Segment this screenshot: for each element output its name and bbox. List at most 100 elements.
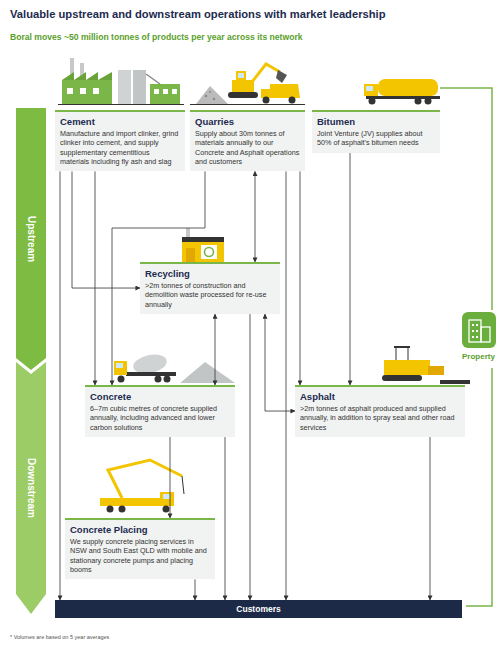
asphalt-paver-icon (382, 346, 470, 384)
asphalt-paver-icon-part (394, 346, 410, 348)
recycling-plant-icon-part (186, 248, 195, 262)
property-icon-part (472, 330, 474, 332)
property-icon-part (472, 336, 474, 338)
cement-plant-icon-part (133, 70, 146, 104)
box-heading: Recycling (145, 268, 275, 279)
recycling-plant-icon-part (186, 228, 190, 238)
box-heading: Concrete Placing (70, 524, 210, 535)
concrete-pump-icon-part (163, 494, 170, 499)
asphalt-paver-icon-part (396, 348, 397, 360)
cement-plant-icon-part (67, 88, 73, 94)
flow-connector (95, 171, 96, 385)
property-icon-part (476, 336, 478, 338)
recycling-plant-icon-part (205, 248, 214, 257)
asphalt-paver-icon-part (428, 366, 444, 375)
recycling-plant-icon-part (182, 242, 224, 262)
flow-connector (60, 171, 61, 600)
box-body: 6–7m cubic metres of concrete supplied a… (90, 404, 230, 432)
flow-connector (286, 171, 287, 600)
flow-connector (350, 153, 351, 385)
cement-plant-icon-part (62, 72, 112, 80)
cement-plant-icon-part (154, 89, 159, 94)
flow-connector (215, 314, 216, 385)
box-body: >2m tonnes of construction and demolitio… (145, 281, 275, 309)
cement-plant-icon-part (118, 70, 131, 104)
quarry-icon-part (236, 71, 246, 80)
cement-plant-icon-part (146, 74, 160, 84)
asphalt-paver-icon-part (440, 380, 470, 384)
flow-connector (265, 314, 295, 411)
flow-connector (255, 171, 256, 262)
flow-connector (430, 437, 431, 600)
concrete-pump-icon-part (119, 506, 126, 513)
cement-plant-icon-part (58, 104, 184, 105)
cement-plant-icon-part (62, 80, 112, 104)
box-body: Supply about 30m tonnes of materials ann… (195, 129, 300, 166)
band-label: Downstream (26, 458, 37, 518)
concrete-pump-icon (100, 460, 184, 513)
flow-connector (72, 171, 140, 288)
quarry-icon-part (276, 70, 287, 83)
asphalt-paver-icon-part (384, 360, 430, 375)
bitumen-tanker-icon-part (364, 84, 378, 96)
quarry-icon-part (252, 64, 280, 82)
asphalt-paver-icon-part (408, 348, 409, 360)
process-box: Asphalt>2m tonnes of asphalt produced an… (295, 385, 465, 437)
mixer-truck-icon-part (155, 376, 162, 383)
cement-plant-icon (58, 58, 184, 105)
quarry-icon-part (232, 80, 254, 92)
band-fill (16, 108, 46, 370)
cement-plant-icon-part (80, 88, 86, 94)
subtitle: Boral moves ~50 million tonnes of produc… (10, 32, 303, 42)
mixer-truck-icon-part (180, 362, 235, 383)
process-box: CementManufacture and import clinker, gr… (55, 110, 185, 171)
quarry-icon (190, 64, 305, 105)
concrete-pump-icon-part (163, 506, 170, 513)
concrete-pump-icon-part (182, 476, 184, 494)
mixer-truck-icon-part (114, 361, 127, 375)
process-box: QuarriesSupply about 30m tonnes of mater… (190, 110, 305, 171)
box-heading: Concrete (90, 391, 230, 402)
process-box: Recycling >2m tonnes of construction and … (140, 262, 280, 314)
property-bracket-part (440, 88, 492, 310)
mixer-truck-icon-part (116, 363, 123, 368)
mixer-truck-icon-part (126, 372, 176, 376)
cement-plant-icon-part (93, 88, 99, 94)
quarry-icon-part (196, 86, 228, 104)
diagram-title: Valuable upstream and downstream operati… (10, 8, 386, 20)
bitumen-tanker-icon-part (425, 98, 432, 105)
flow-connector (170, 437, 171, 518)
box-heading: Bitumen (317, 116, 435, 127)
property-icon-part (472, 324, 474, 326)
property-icon-part (476, 330, 478, 332)
process-box: Concrete 6–7m cubic metres of concrete su… (85, 385, 235, 437)
quarry-icon-part (209, 91, 211, 93)
flow-connector (300, 171, 301, 385)
quarry-icon-part (213, 98, 215, 100)
process-box: Concrete Placing We supply concrete placi… (65, 518, 215, 579)
stage-band: Upstream (16, 108, 46, 370)
footnote-caption: * Volumes are based on 5 year averages (10, 634, 109, 640)
box-heading: Cement (60, 116, 180, 127)
asphalt-paver-icon-part (382, 375, 422, 381)
property-icon-part (469, 320, 481, 342)
recycling-plant-icon-part (182, 237, 224, 242)
property-label: Property (462, 352, 495, 361)
property-bracket-part (466, 368, 492, 606)
box-body: We supply concrete placing services in N… (70, 537, 210, 574)
property-icon-part (462, 312, 496, 348)
mixer-truck-icon-part (164, 376, 171, 383)
quarry-icon-part (228, 92, 258, 98)
quarry-icon-part (190, 104, 305, 105)
cement-plant-icon-part (172, 89, 177, 94)
mixer-truck-icon-part (118, 376, 125, 383)
bitumen-tanker-icon-part (369, 98, 376, 105)
quarry-icon-part (263, 97, 270, 104)
recycling-plant-icon-part (201, 245, 217, 259)
property-icon (462, 312, 496, 348)
bar-label: Customers (236, 604, 280, 614)
box-body: Joint Venture (JV) supplies about 50% of… (317, 129, 435, 148)
flow-connector (225, 437, 226, 600)
cement-plant-icon-part (163, 89, 168, 94)
